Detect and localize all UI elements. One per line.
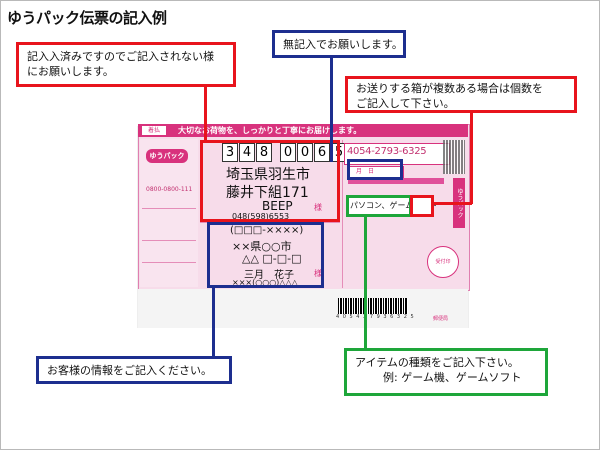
slip-phone-number: 0800-0800-111 [146,186,193,193]
qr-code [443,140,465,174]
recipient-address-1: 埼玉県羽生市 [226,167,310,183]
recipient-phone: 048(598)6553 [232,212,290,221]
postal-digit: 3 [222,143,238,162]
callout-item-type-line-2: 例: ゲーム機、ゲームソフト [383,371,522,384]
slip-rule [142,240,196,241]
connector-red [204,86,207,142]
callout-box-count-line-1: お送りする箱が複数ある場合は個数を [356,82,543,95]
callout-prefilled-line-1: 記入入済みですのでご記入されない様 [27,50,214,63]
sender-phone: ×××(○○○)△△△ [232,278,298,287]
post-office-mark: 郵便局 [433,316,449,322]
callout-box-count-line-2: ご記入して下さい。 [356,97,455,110]
recipient-sama: 様 [314,203,322,212]
connector-green [364,216,367,350]
slip-banner-text: 大切なお荷物を、しっかりと丁寧にお届けします。 [178,126,362,135]
sender-address-1: ××県○○市 [232,240,292,253]
connector-blue [212,286,215,358]
connector-red [470,112,473,204]
recipient-name: BEEP [262,199,293,213]
callout-customer-info-text: お客様の情報をご記入ください。 [47,364,212,377]
postal-digit: 8 [256,143,272,162]
prefilled-region [200,140,340,222]
callout-item-type-line-1: アイテムの種類をご記入下さい。 [355,356,519,369]
slip-rule [142,262,196,263]
pink-strip [348,178,444,184]
barcode [338,298,408,314]
callout-no-entry: 無記入でお願いします。 [272,30,406,58]
page-title: ゆうパック伝票の記入例 [7,9,167,27]
sender-sama: 様 [314,269,322,278]
connector-blue [330,56,333,162]
callout-prefilled: 記入入済みですのでご記入されない様 にお願いします。 [16,42,236,87]
recipient-address-2: 藤井下組171 [226,185,309,201]
count-region [410,195,434,217]
date-label: 月 日 [356,168,375,175]
slip-banner-tag: 着払 [142,126,166,135]
callout-item-type: アイテムの種類をご記入下さい。 例: ゲーム機、ゲームソフト [344,348,548,396]
sender-postal: (□□□-××××) [230,225,304,236]
callout-no-entry-text: 無記入でお願いします。 [283,38,403,51]
callout-prefilled-line-2: にお願いします。 [27,65,114,78]
yupack-logo: ゆうパック [146,149,188,163]
connector-red [432,202,472,205]
barcode-number: 4 0 5 4 2 7 9 3 6 3 2 5 [336,314,415,320]
postal-digit: 0 [280,143,296,162]
sender-address-2: △△ □-□-□ [242,252,302,265]
postal-digit: 4 [239,143,255,162]
item-text: パソコン、ゲームソフト [350,201,438,210]
item-region [346,195,412,217]
tracking-number: 4054-2793-6325 [347,146,427,157]
sender-name: 三月 花子 [244,270,294,281]
customer-info-region [207,222,324,288]
slip-bottom [138,289,468,328]
postal-digit: 6 [314,143,330,162]
callout-customer-info: お客様の情報をご記入ください。 [36,356,232,384]
slip-rule [142,208,196,209]
no-entry-date-region [347,159,403,180]
slip-banner [138,124,468,137]
postal-digit: 0 [297,143,313,162]
stamp-circle: 受付印 [427,246,459,278]
slip-rule [342,140,343,288]
callout-box-count: お送りする箱が複数ある場合は個数を ご記入して下さい。 [345,76,577,113]
